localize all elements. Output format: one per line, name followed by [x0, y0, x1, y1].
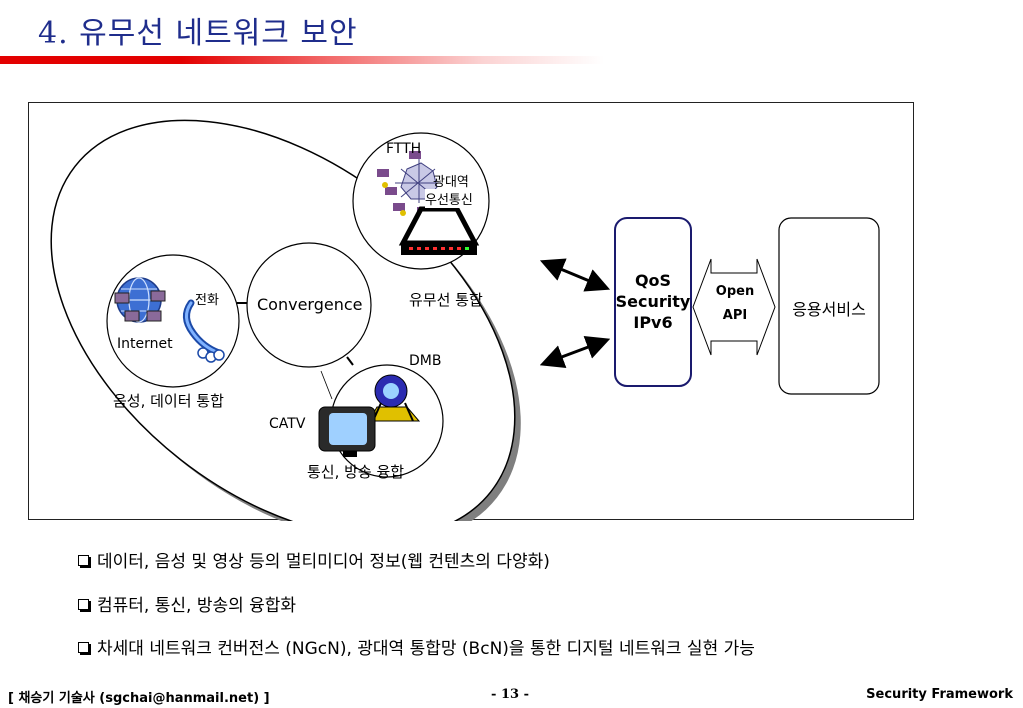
voice-data-integration-label: 음성, 데이터 통합: [113, 392, 224, 410]
wired-wireless-integration-label: 유무선 통합: [409, 291, 483, 309]
telecom-broadcast-convergence-label: 통신, 방송 융합: [307, 463, 405, 481]
open-label: Open: [715, 284, 755, 299]
telephone-label: 전화: [195, 293, 219, 308]
router-device-icon: [398, 206, 480, 255]
lower-link-arrow: [539, 335, 611, 369]
television-icon: [318, 406, 376, 457]
dmb-label: DMB: [409, 353, 442, 369]
ipv6-label: IPv6: [633, 313, 673, 332]
footer-author: [ 채승기 기술사 (sgchai@hanmail.net) ]: [8, 691, 270, 706]
bullet-item: 컴퓨터, 통신, 방송의 융합화: [78, 591, 296, 616]
bullet-text: 차세대 네트워크 컨버전스 (NGcN), 광대역 통합망 (BcN)을 통한 …: [97, 639, 755, 659]
qos-security-box: [614, 217, 692, 387]
upper-link-arrow: [539, 258, 611, 292]
bullet-text: 데이터, 음성 및 영상 등의 멀티미디어 정보(웹 컨텐츠의 다양화): [97, 552, 550, 572]
page-title: 4. 유무선 네트워크 보안: [38, 16, 358, 51]
title-underline-bar: [0, 56, 604, 64]
dmb-dish-icon: [368, 374, 421, 422]
checkbox-bullet-icon: [78, 599, 89, 610]
open-api-arrow: [692, 258, 776, 356]
bullet-text: 컴퓨터, 통신, 방송의 융합화: [97, 596, 297, 616]
api-label: API: [722, 308, 748, 323]
checkbox-bullet-icon: [78, 555, 89, 566]
broadband-label-line1: 광대역: [433, 175, 469, 190]
catv-label: CATV: [269, 416, 306, 432]
application-service-box: [778, 217, 880, 395]
internet-label: Internet: [117, 336, 173, 352]
footer-section: Security Framework: [866, 687, 1013, 702]
bullet-item: 데이터, 음성 및 영상 등의 멀티미디어 정보(웹 컨텐츠의 다양화): [78, 547, 550, 572]
telephone-icon: [183, 299, 225, 363]
network-convergence-diagram: FTTH 광대역 우선통신 유무선 통합 전화 Internet Converg…: [28, 102, 914, 521]
broadband-label-line2: 우선통신: [425, 189, 473, 208]
convergence-circle: [246, 242, 372, 368]
qos-label: QoS: [634, 271, 672, 290]
diagram-graphics: [50, 119, 880, 521]
security-label: Security: [615, 292, 691, 311]
convergence-label: Convergence: [257, 295, 363, 314]
application-service-label: 응용서비스: [792, 300, 866, 319]
ftth-label: FTTH: [386, 141, 422, 157]
footer-page-number: - 13 -: [491, 687, 529, 702]
checkbox-bullet-icon: [78, 642, 89, 653]
internet-globe-icon: [114, 277, 166, 323]
bullet-item: 차세대 네트워크 컨버전스 (NGcN), 광대역 통합망 (BcN)을 통한 …: [78, 634, 755, 659]
